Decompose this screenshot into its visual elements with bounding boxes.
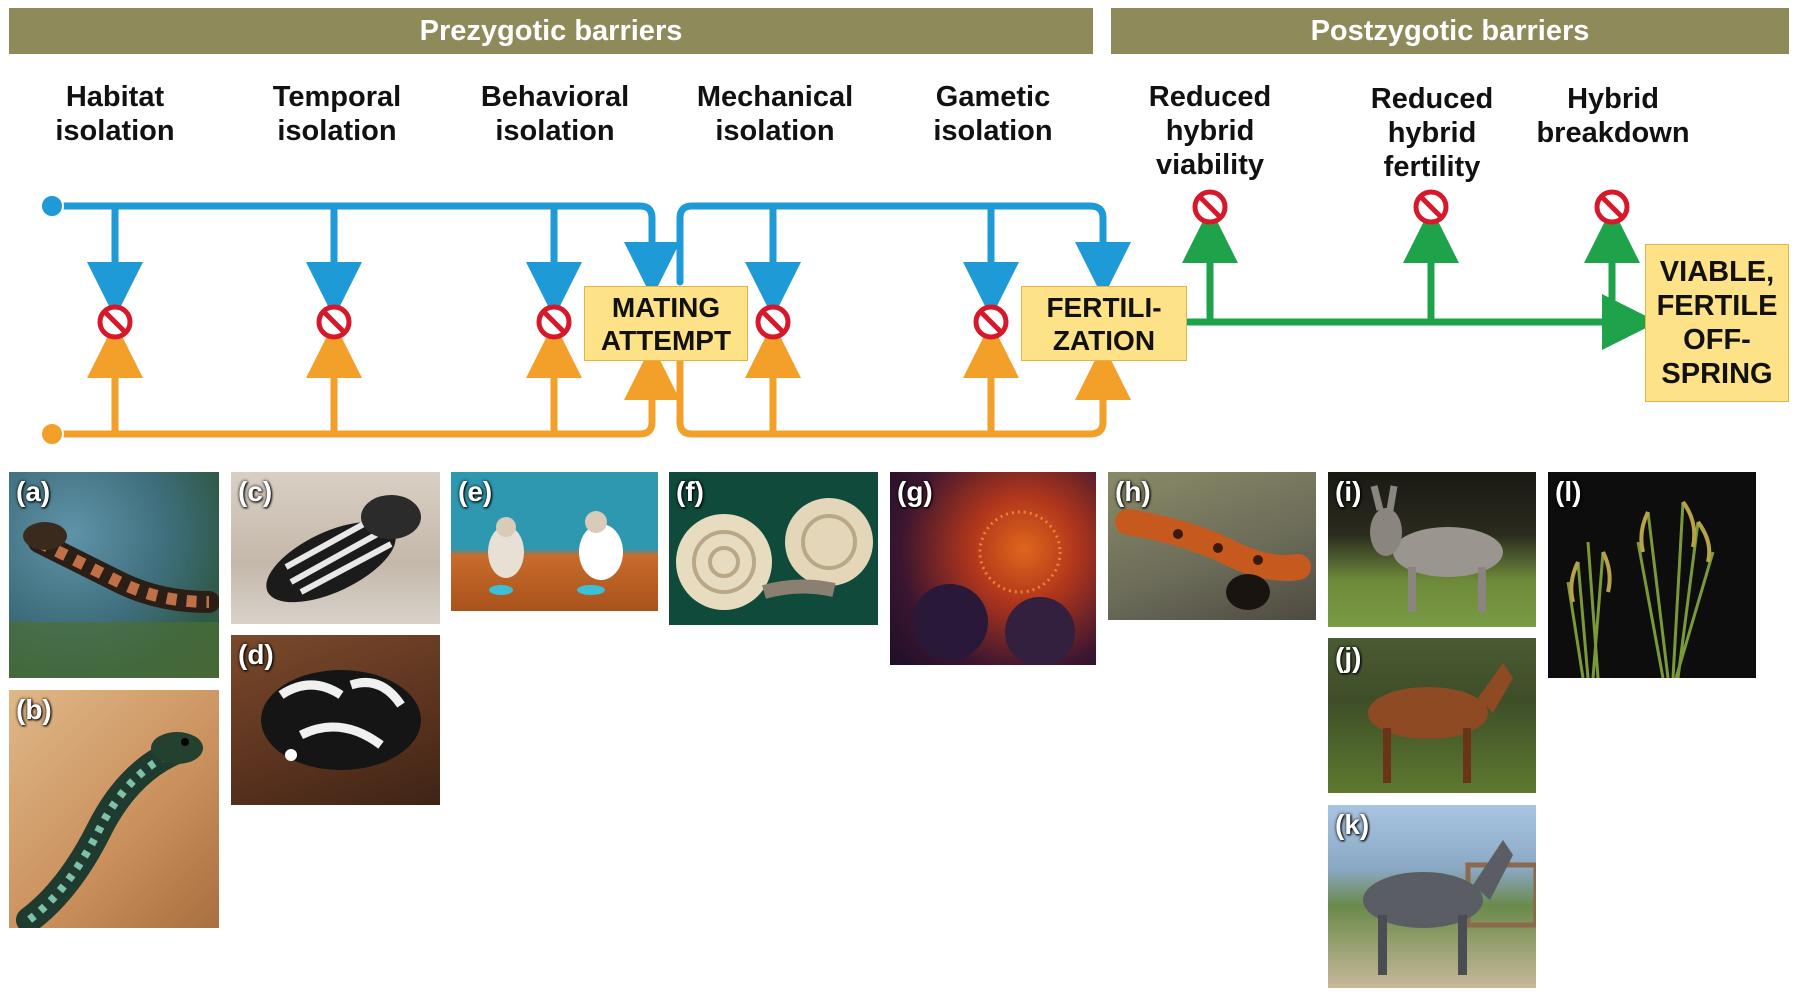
temporal-isolation-label: Temporal isolation: [252, 80, 422, 148]
species-two-start-dot: [40, 422, 64, 446]
photo-label: (i): [1335, 476, 1362, 507]
photo-b-garter-snake: (b): [9, 690, 219, 928]
skunk-illustration: [266, 495, 421, 603]
photo-label: (e): [458, 476, 493, 507]
mechanical-stop-icon: [758, 307, 788, 337]
species-one-blue-path: [48, 202, 1131, 318]
urchin-illustration: [912, 510, 1075, 665]
behavioral-stop-icon: [539, 307, 569, 337]
label-line: isolation: [933, 115, 1053, 147]
photo-label: (k): [1335, 809, 1370, 840]
photo-f-snails: (f): [669, 472, 878, 625]
gametic-isolation-label: Gametic isolation: [908, 80, 1078, 148]
mule-illustration: [1363, 840, 1536, 975]
photo-k-mule: (k): [1328, 805, 1536, 988]
label-line: Reduced: [1370, 83, 1494, 115]
postzygotic-banner: Postzygotic barriers: [1111, 8, 1789, 54]
hybrid-breakdown-label: Hybrid breakdown: [1518, 82, 1708, 150]
label-line: Behavioral: [480, 81, 630, 113]
box-line: ZATION: [1052, 324, 1156, 356]
label-line: viability: [1156, 149, 1264, 181]
label-line: fertility: [1383, 151, 1481, 183]
reduced-hybrid-viability-label: Reduced hybrid viability: [1125, 80, 1295, 182]
viability-stop-icon: [1195, 192, 1225, 222]
label-line: Temporal: [272, 81, 402, 113]
photo-d-skunk: (d): [231, 635, 440, 805]
label-line: isolation: [495, 115, 615, 147]
hybrid-green-path: [1181, 207, 1658, 350]
photo-label: (j): [1335, 642, 1362, 673]
plant-illustration: [1566, 500, 1715, 678]
photo-label: (h): [1115, 476, 1151, 507]
box-line: FERTILE: [1656, 290, 1778, 322]
salamander-illustration: [1115, 509, 1311, 610]
photo-label: (f): [676, 476, 704, 507]
snail-illustration: [676, 498, 873, 610]
label-line: hybrid: [1387, 117, 1477, 149]
photo-h-salamander: (h): [1108, 472, 1316, 620]
temporal-stop-icon: [319, 307, 349, 337]
label-line: isolation: [715, 115, 835, 147]
gametic-stop-icon: [976, 307, 1006, 337]
snake-illustration: [16, 732, 203, 928]
species-one-start-dot: [40, 194, 64, 218]
label-line: hybrid: [1165, 115, 1255, 147]
photo-label: (d): [238, 639, 274, 670]
box-line: OFF-: [1683, 324, 1751, 356]
photo-label: (b): [16, 694, 52, 725]
label-line: isolation: [277, 115, 397, 147]
snake-illustration: [9, 522, 219, 678]
label-line: Hybrid: [1567, 83, 1659, 115]
photo-label: (c): [238, 476, 273, 507]
label-line: Habitat: [65, 81, 165, 113]
donkey-illustration: [1370, 485, 1503, 612]
box-line: VIABLE,: [1659, 256, 1775, 288]
mating-attempt-box: MATING ATTEMPT: [584, 286, 748, 361]
box-line: FERTILI-: [1046, 291, 1162, 323]
photo-label: (a): [16, 476, 51, 507]
habitat-isolation-label: Habitat isolation: [30, 80, 200, 148]
behavioral-isolation-label: Behavioral isolation: [470, 80, 640, 148]
label-line: isolation: [55, 115, 175, 147]
box-line: ATTEMPT: [600, 324, 732, 356]
label-line: Reduced: [1148, 81, 1272, 113]
photo-e-boobies: (e): [451, 472, 658, 611]
habitat-stop-icon: [100, 307, 130, 337]
species-two-orange-path: [48, 322, 1131, 438]
breakdown-stop-icon: [1597, 192, 1627, 222]
photo-g-sea-urchins: (g): [890, 472, 1096, 665]
label-line: Mechanical: [696, 81, 854, 113]
photo-c-skunk: (c): [231, 472, 440, 624]
label-line: breakdown: [1536, 117, 1690, 149]
photo-l-rice-plants: (l): [1548, 472, 1756, 678]
photo-i-donkey: (i): [1328, 472, 1536, 627]
box-line: SPRING: [1661, 358, 1773, 390]
photo-label: (g): [897, 476, 933, 507]
bird-illustration: [488, 511, 623, 595]
skunk-illustration: [261, 670, 421, 770]
photo-j-horse: (j): [1328, 638, 1536, 793]
fertilization-box: FERTILI- ZATION: [1021, 286, 1187, 361]
photo-a-water-snake: (a): [9, 472, 219, 678]
prezygotic-banner: Prezygotic barriers: [9, 8, 1093, 54]
horse-illustration: [1368, 663, 1513, 783]
photo-label: (l): [1555, 476, 1582, 507]
mechanical-isolation-label: Mechanical isolation: [680, 80, 870, 148]
label-line: Gametic: [935, 81, 1051, 113]
fertility-stop-icon: [1416, 192, 1446, 222]
box-line: MATING: [611, 291, 721, 323]
reduced-hybrid-fertility-label: Reduced hybrid fertility: [1347, 82, 1517, 184]
viable-fertile-offspring-box: VIABLE, FERTILE OFF- SPRING: [1645, 244, 1789, 402]
